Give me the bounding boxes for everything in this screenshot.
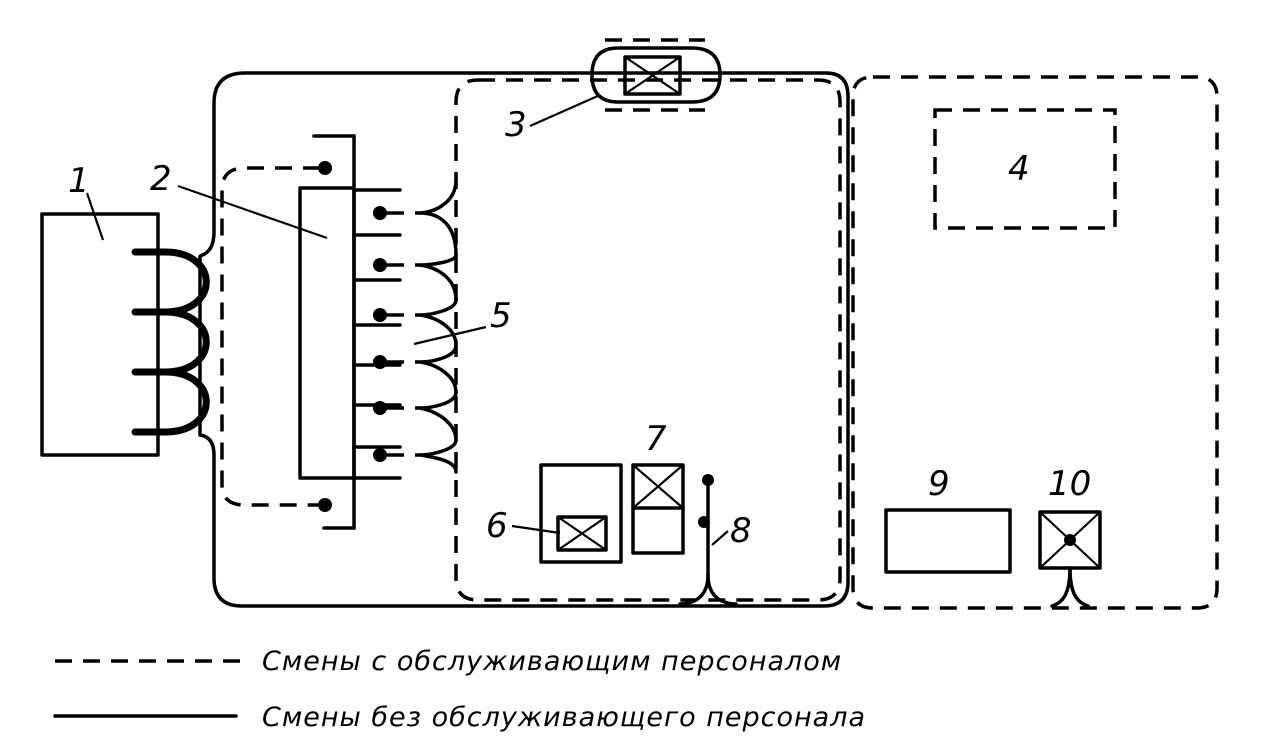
leader-2 <box>177 184 328 240</box>
rack-node <box>318 161 332 175</box>
unit-9 <box>884 508 1012 574</box>
label-4: 4 <box>1008 149 1030 189</box>
leader-1 <box>85 192 105 241</box>
label-10: 10 <box>1048 464 1091 504</box>
switch-8 <box>678 474 738 606</box>
legend-dashed-text: Смены с обслуживающим персоналом <box>262 646 842 677</box>
door-unit-3 <box>590 38 722 112</box>
leader-8 <box>711 530 729 546</box>
label-3: 3 <box>505 105 527 145</box>
label-7: 7 <box>645 419 667 459</box>
label-9: 9 <box>928 464 950 504</box>
unit-10 <box>1038 510 1102 608</box>
machine-link-loops <box>161 248 210 436</box>
unit-7 <box>631 463 685 555</box>
dashed-rack-loop <box>220 166 322 507</box>
outlet-group <box>352 178 458 480</box>
leader-3 <box>529 93 601 128</box>
machine-1 <box>40 212 160 457</box>
label-5: 5 <box>490 296 512 336</box>
rack-node <box>318 498 332 512</box>
leader-6 <box>511 524 561 535</box>
leader-5 <box>413 325 487 346</box>
solid-zone-boundary <box>198 71 850 608</box>
dashed-right-room <box>851 75 1219 610</box>
unit-4 <box>933 108 1117 230</box>
label-8: 8 <box>730 511 752 551</box>
label-1: 1 <box>68 161 90 201</box>
dashed-work-zone <box>454 78 842 602</box>
unit-6-housing <box>539 463 623 564</box>
legend-solid-text: Смены без обслуживающего персонала <box>262 702 866 733</box>
label-2: 2 <box>150 159 172 199</box>
unit-6 <box>556 515 608 552</box>
label-6: 6 <box>486 506 508 546</box>
